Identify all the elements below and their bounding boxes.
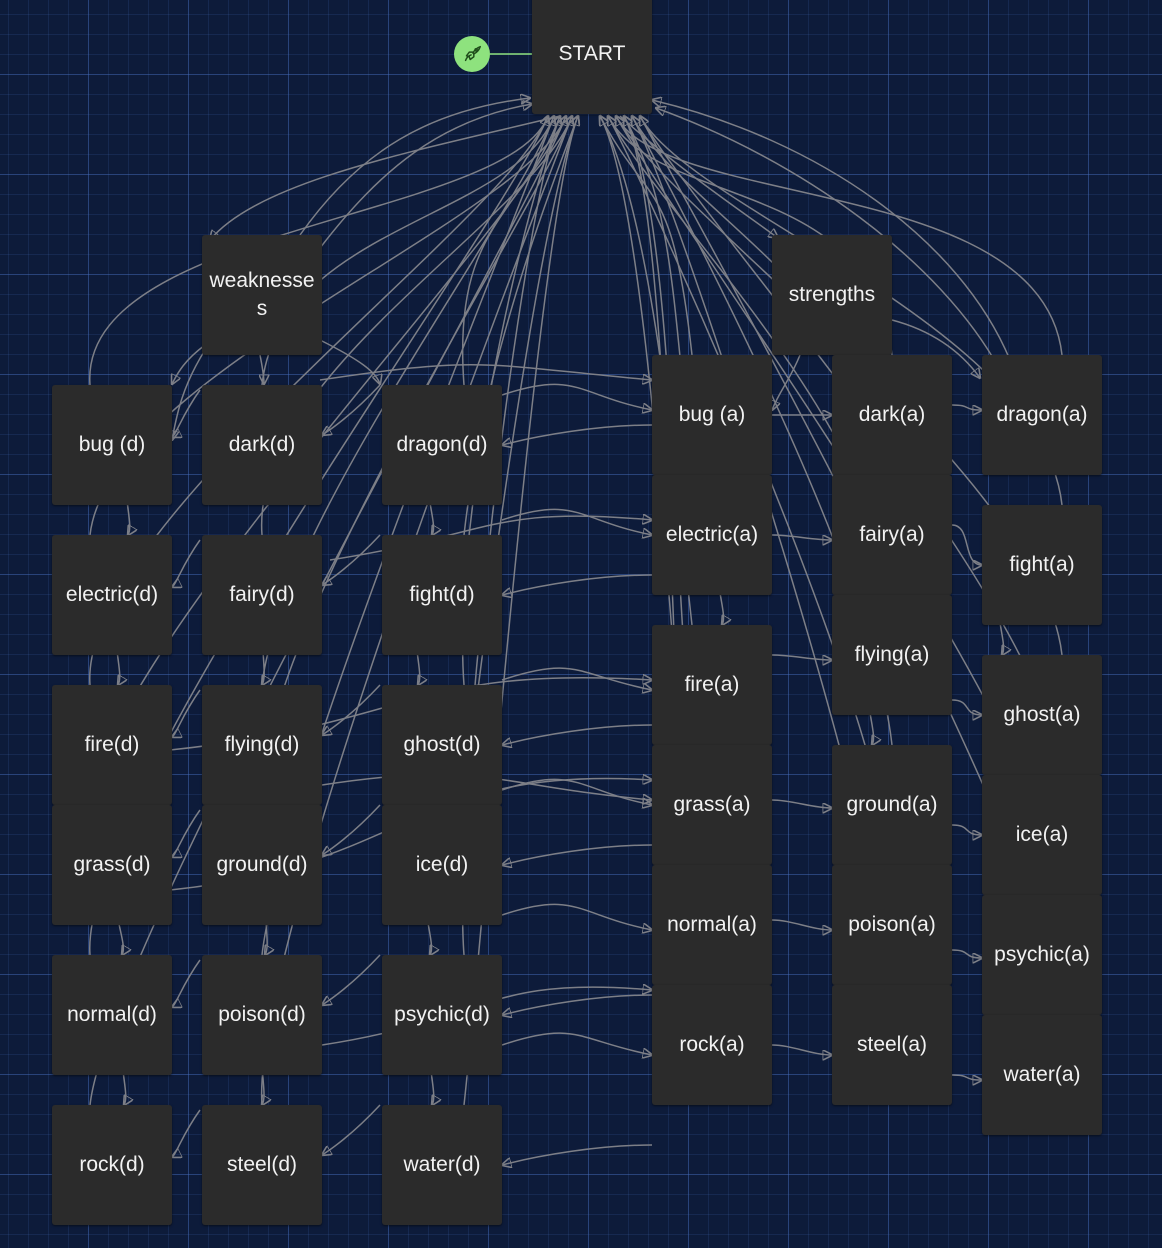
connection-line [501,508,652,535]
connection-line [951,524,982,565]
start-node[interactable]: START [532,0,652,114]
node-water-a[interactable]: water(a) [982,1015,1102,1135]
connection-line [771,799,832,808]
connection-line [172,809,201,857]
node-psychic-d[interactable]: psychic(d) [382,955,502,1075]
connection-line [319,339,380,384]
connection-line [771,654,832,660]
node-fire-a[interactable]: fire(a) [652,625,772,745]
connection-line [172,389,201,437]
connection-line [502,724,653,745]
node-fight-d[interactable]: fight(d) [382,535,502,655]
node-poison-d[interactable]: poison(d) [202,955,322,1075]
connection-line [322,804,381,855]
connection-line [322,1104,381,1155]
connection-line [951,949,982,958]
node-dark-d[interactable]: dark(d) [202,385,322,505]
node-poison-a[interactable]: poison(a) [832,865,952,985]
connection-line [771,919,832,930]
connection-line [951,1074,982,1080]
connection-line [619,115,778,238]
connection-line [772,354,801,410]
connection-line [502,844,653,865]
node-fairy-d[interactable]: fairy(d) [202,535,322,655]
connection-line [172,689,201,737]
node-steel-d[interactable]: steel(d) [202,1105,322,1225]
rocket-icon[interactable] [454,36,490,72]
connection-line [89,116,548,386]
connection-line [299,98,530,236]
node-ghost-d[interactable]: ghost(d) [382,685,502,805]
connection-line [891,319,980,378]
node-fire-d[interactable]: fire(d) [52,685,172,805]
node-electric-d[interactable]: electric(d) [52,535,172,655]
connection-line [951,824,982,835]
connection-line [771,1044,832,1055]
connection-line [501,1032,652,1055]
connection-line [172,959,201,1007]
connection-line [502,994,653,1015]
node-psychic-a[interactable]: psychic(a) [982,895,1102,1015]
node-flying-a[interactable]: flying(a) [832,595,952,715]
node-dragon-d[interactable]: dragon(d) [382,385,502,505]
node-flying-d[interactable]: flying(d) [202,685,322,805]
connection-line [322,954,381,1005]
node-grass-d[interactable]: grass(d) [52,805,172,925]
connection-line [501,383,652,410]
node-rock-a[interactable]: rock(a) [652,985,772,1105]
connection-line [502,1144,653,1165]
connection-line [951,404,982,410]
connection-line [951,699,982,715]
connection-line [656,108,1001,371]
node-electric-a[interactable]: electric(a) [652,475,772,595]
connection-line [501,903,652,930]
connection-line [322,384,381,435]
connection-line [172,539,201,587]
node-grass-a[interactable]: grass(a) [652,745,772,865]
connection-line [771,534,832,540]
node-bug-d[interactable]: bug (d) [52,385,172,505]
node-normal-a[interactable]: normal(a) [652,865,772,985]
node-steel-a[interactable]: steel(a) [832,985,952,1105]
connection-line [260,354,264,384]
connection-line [502,424,653,445]
connection-line [652,100,1011,361]
connection-line [502,574,653,595]
node-dark-a[interactable]: dark(a) [832,355,952,475]
node-normal-d[interactable]: normal(d) [52,955,172,1075]
strengths-node[interactable]: strengths [772,235,892,355]
weaknesses-node[interactable]: weaknesses [202,235,322,355]
node-ice-d[interactable]: ice(d) [382,805,502,925]
node-water-d[interactable]: water(d) [382,1105,502,1225]
node-ground-d[interactable]: ground(d) [202,805,322,925]
node-fight-a[interactable]: fight(a) [982,505,1102,625]
node-ghost-a[interactable]: ghost(a) [982,655,1102,775]
connection-line [172,344,206,384]
connection-line [172,1109,201,1157]
node-dragon-a[interactable]: dragon(a) [982,355,1102,475]
node-ground-a[interactable]: ground(a) [832,745,952,865]
connection-line [319,104,532,249]
node-fairy-a[interactable]: fairy(a) [832,475,952,595]
node-bug-a[interactable]: bug (a) [652,355,772,475]
connection-line [210,115,561,240]
node-rock-d[interactable]: rock(d) [52,1105,172,1225]
connection-line [322,534,381,585]
connection-line [501,667,652,690]
node-ice-a[interactable]: ice(a) [982,775,1102,895]
connection-line [319,364,652,380]
